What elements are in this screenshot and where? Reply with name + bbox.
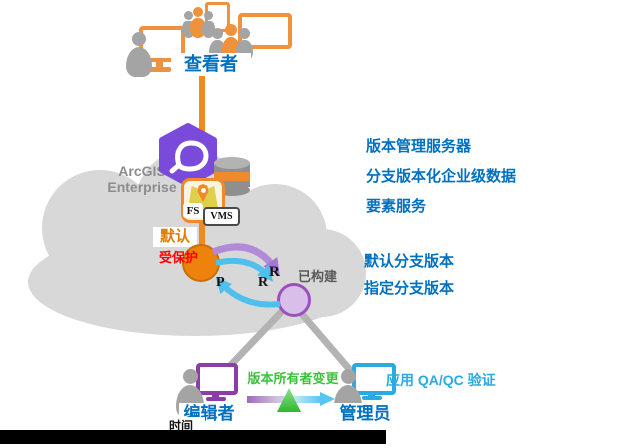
annotation-named-branch: 指定分支版本: [364, 280, 455, 297]
editor-monitor-stand: [212, 391, 219, 397]
map-pin-icon: [197, 184, 209, 202]
named-version-node: [277, 283, 311, 317]
map-pin-dot: [201, 188, 206, 193]
annotation-default-branch: 默认分支版本: [364, 253, 455, 270]
owner-change-label: 版本所有者变更: [246, 369, 340, 390]
viewer-monitor2-buttons: [252, 42, 274, 45]
editor-monitor-base: [206, 397, 226, 401]
reconcile-label: R: [258, 275, 269, 290]
vms-badge: VMS: [203, 207, 240, 226]
arcgis-line2: Enterprise: [107, 179, 177, 196]
post-label: P: [216, 275, 225, 290]
owner-change-arrowhead: [320, 392, 335, 406]
viewer-person-icon: [126, 32, 152, 77]
timeline-bar: [0, 430, 386, 444]
geodatabase-icon: [214, 157, 250, 197]
default-version-label: 默认: [153, 227, 197, 247]
admin-label: 管理员: [333, 403, 397, 424]
arcgis-enterprise-label: ArcGIS Enterprise: [96, 163, 188, 195]
editor-monitor-icon: [196, 363, 238, 395]
arcgis-line1: ArcGIS: [118, 163, 166, 179]
qaqc-label: 应用 QA/QC 验证: [386, 372, 496, 388]
annotation-feature-service: 要素服务: [366, 198, 427, 215]
viewer-monitor-base: [149, 67, 171, 72]
fs-badge: FS: [183, 203, 203, 218]
viewers-label: 查看者: [171, 53, 251, 76]
connector-lines: [223, 302, 354, 374]
admin-monitor-stand: [368, 391, 375, 396]
admin-monitor-base: [362, 396, 382, 400]
feature-service-icon: [181, 178, 225, 223]
viewer-monitor-stand: [156, 60, 163, 67]
annotation-version-server: 版本管理服务器: [366, 138, 472, 155]
built-label: 已构建: [298, 269, 338, 284]
annotation-branch-geodatabase: 分支版本化企业级数据: [366, 168, 517, 185]
reconcile2-label: R: [269, 264, 280, 280]
protected-label: 受保护: [159, 250, 199, 265]
viewer-person-icon: [202, 11, 215, 38]
